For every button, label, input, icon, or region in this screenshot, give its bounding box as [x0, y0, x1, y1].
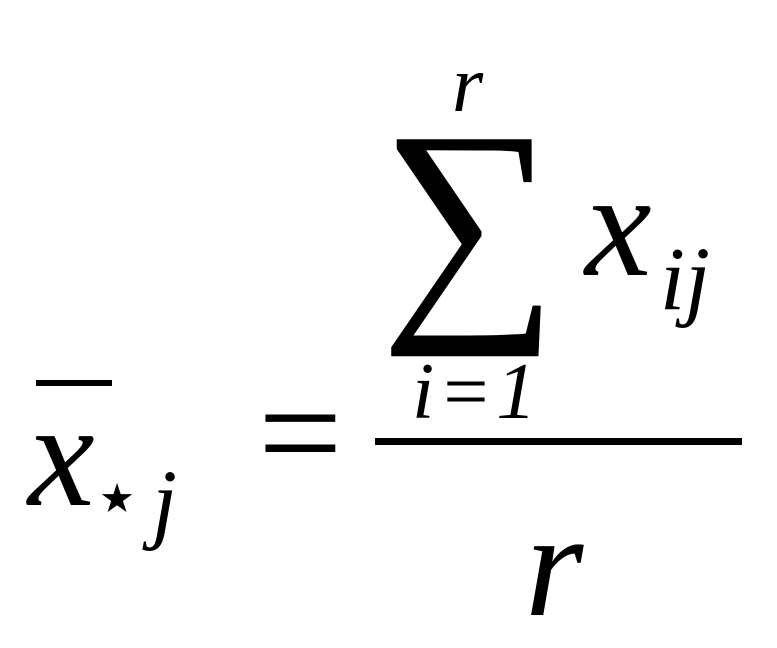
overline [36, 380, 112, 386]
sum-upper-limit: r [452, 41, 484, 129]
summand-variable: x [585, 142, 652, 308]
equals-sign: = [258, 350, 343, 516]
denominator: r [525, 482, 584, 648]
lhs-variable: x [28, 372, 95, 538]
summand-subscript: ij [660, 230, 711, 329]
sum-lower-limit: i = 1 [412, 348, 536, 436]
lhs-subscript-star: ⋆ [92, 454, 143, 542]
sum-symbol: ∑ [380, 81, 559, 358]
lhs-subscript-j: j [152, 453, 178, 552]
fraction-bar [375, 438, 742, 445]
